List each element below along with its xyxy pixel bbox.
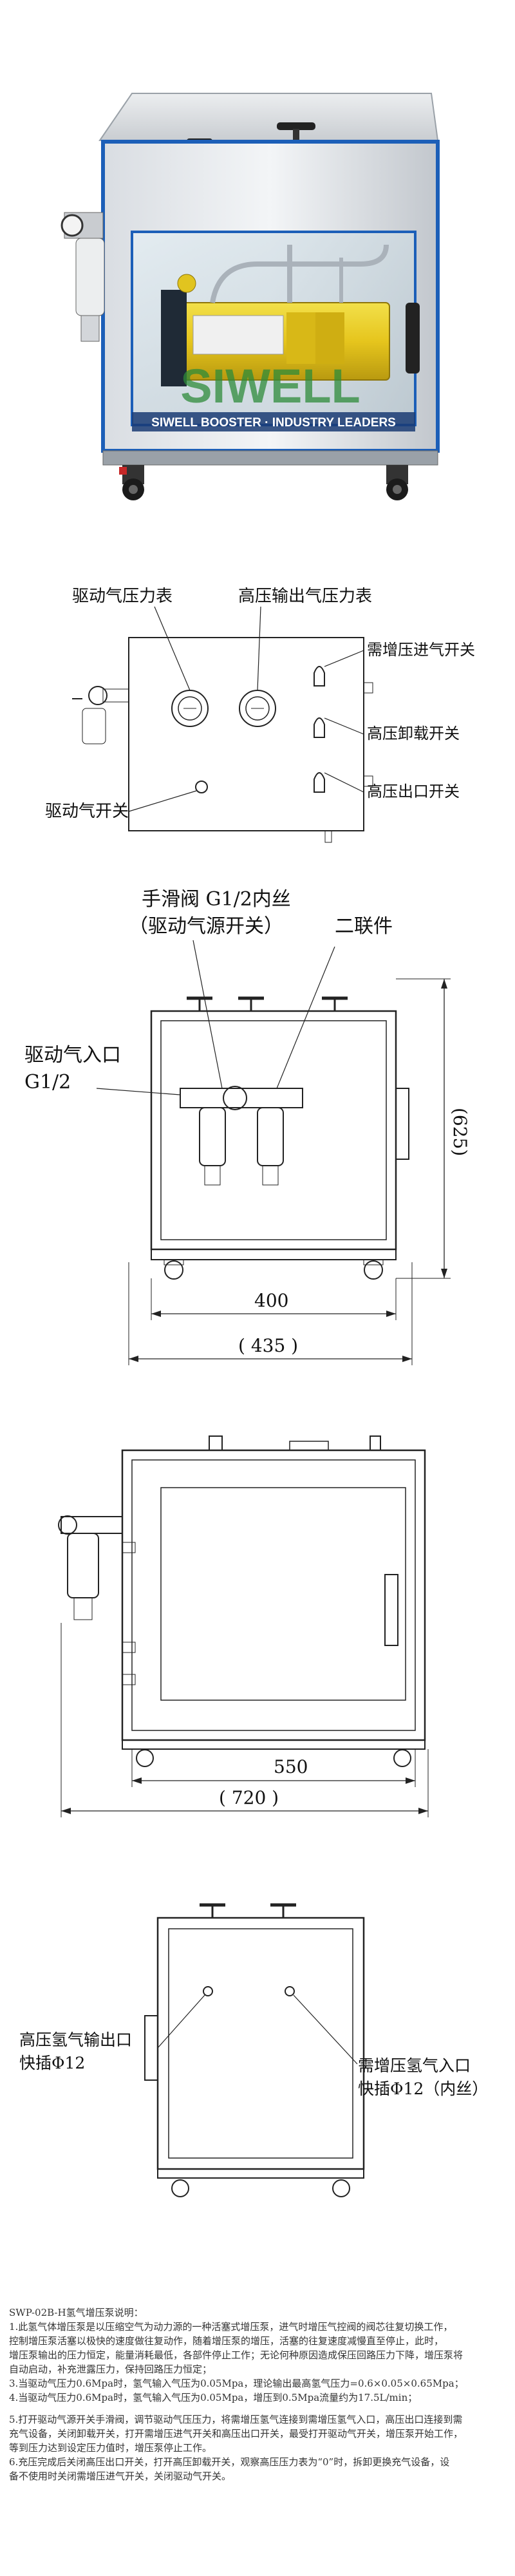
drive-inlet-label-line2: G1/2 <box>24 1071 71 1094</box>
notes-title: SWP-02B-H氢气增压泵说明： <box>9 2307 144 2318</box>
outer-width-dimension: ( 435 ) <box>238 1335 299 1356</box>
inner-width-dimension: 400 <box>254 1290 289 1311</box>
side-view-drawing: 550 ( 720 ) <box>0 1410 515 1823</box>
hand-valve-label-line2: （驱动气源开关） <box>129 915 283 938</box>
notes-line: 4.当驱动气压力0.6Mpa时，氢气输入气压为0.05Mpa，增压到0.5Mpa… <box>9 2392 418 2403</box>
h2-input-label-line2: 快插Φ12（内丝） <box>358 2079 489 2098</box>
side-inner-width-dimension: 550 <box>274 1756 308 1777</box>
notes-line: 增压泵输出的压力恒定，能量消耗最低，各部件停止工作；无论何种原因造成保压回路压力… <box>9 2349 464 2361</box>
notes-line: 自动启动，补充泄露压力，保持回路压力恒定； <box>9 2363 212 2375</box>
notes-line: 等到压力达到设定压力值时，增压泵停止工作。 <box>9 2442 212 2454</box>
unload-switch-label: 高压卸载开关 <box>367 724 460 743</box>
notes-line: 6.充压完成后关闭高压出口开关，打开高压卸载开关，观察高压压力表为“0”时，拆卸… <box>9 2456 450 2468</box>
notes-line: 充气设备，关闭卸载开关，打开需增压进气开关和高压出口开关，最受打开驱动气开关，增… <box>9 2428 464 2439</box>
instructions-notes: SWP-02B-H氢气增压泵说明： 1.此氢气体增压泵是以压缩空气为动力源的一种… <box>9 2306 506 2483</box>
output-gauge-label: 高压输出气压力表 <box>238 587 373 606</box>
notes-line: 1.此氢气体增压泵是以压缩空气为动力源的一种活塞式增压泵，进气时增压气控阀的阀芯… <box>9 2321 453 2333</box>
rear-view-drawing: 高压氢气输出口 快插Φ12 需增压氢气入口 快插Φ12（内丝） <box>0 1887 515 2248</box>
side-view-outline <box>58 1435 429 1817</box>
notes-line: 控制增压泵活塞以极快的速度做往复动作，随着增压泵的增压，活塞的往复速度减慢直至停… <box>9 2335 444 2347</box>
notes-block-b: 5.打开驱动气源开关手滑阀，调节驱动气压压力，将需增压氢气连接到需增压氢气入口，… <box>9 2412 506 2483</box>
inlet-switch-label: 需增压进气开关 <box>367 641 475 659</box>
height-dimension: (625) <box>449 1108 471 1157</box>
side-outer-width-dimension: ( 720 ) <box>219 1787 279 1808</box>
h2-output-label-line1: 高压氢气输出口 <box>19 2031 133 2049</box>
hand-valve-label-line1: 手滑阀 G1/2内丝 <box>142 888 291 911</box>
rear-view-outline <box>144 1903 365 2197</box>
drive-inlet-label-line1: 驱动气入口 <box>24 1044 121 1066</box>
front-panel-outline <box>72 606 373 843</box>
drive-gauge-label: 驱动气压力表 <box>72 587 173 606</box>
notes-block-a: 1.此氢气体增压泵是以压缩空气为动力源的一种活塞式增压泵，进气时增压气控阀的阀芯… <box>9 2320 506 2405</box>
product-photo: SIWELL SIWELL BOOSTER · INDUSTRY LEADERS <box>0 0 515 509</box>
frl-unit-label: 二联件 <box>335 915 393 938</box>
notes-line: 备不使用时关闭需增压进气开关，关闭驱动气开关。 <box>9 2470 232 2482</box>
front-panel-drawing: 驱动气压力表 高压输出气压力表 需增压进气开关 高压卸载开关 高压出口开关 驱动… <box>0 580 515 850</box>
front-view-drawing: 手滑阀 G1/2内丝 （驱动气源开关） 二联件 驱动气入口 G1/2 (625)… <box>0 876 515 1391</box>
front-view-outline <box>96 940 451 1365</box>
drive-switch-label: 驱动气开关 <box>45 802 129 821</box>
brand-banner: SIWELL BOOSTER · INDUSTRY LEADERS <box>151 416 396 430</box>
booster-photo-illustration: SIWELL SIWELL BOOSTER · INDUSTRY LEADERS <box>61 93 440 500</box>
brand-watermark: SIWELL <box>180 359 360 413</box>
notes-line: 3.当驱动气压力0.6Mpa时，氢气输入气压为0.05Mpa，理论输出最高氢气压… <box>9 2378 464 2389</box>
notes-line: 5.打开驱动气源开关手滑阀，调节驱动气压压力，将需增压氢气连接到需增压氢气入口，… <box>9 2414 463 2425</box>
h2-output-label-line2: 快插Φ12 <box>19 2054 86 2072</box>
outlet-switch-label: 高压出口开关 <box>367 782 460 800</box>
h2-input-label-line1: 需增压氢气入口 <box>358 2056 471 2075</box>
